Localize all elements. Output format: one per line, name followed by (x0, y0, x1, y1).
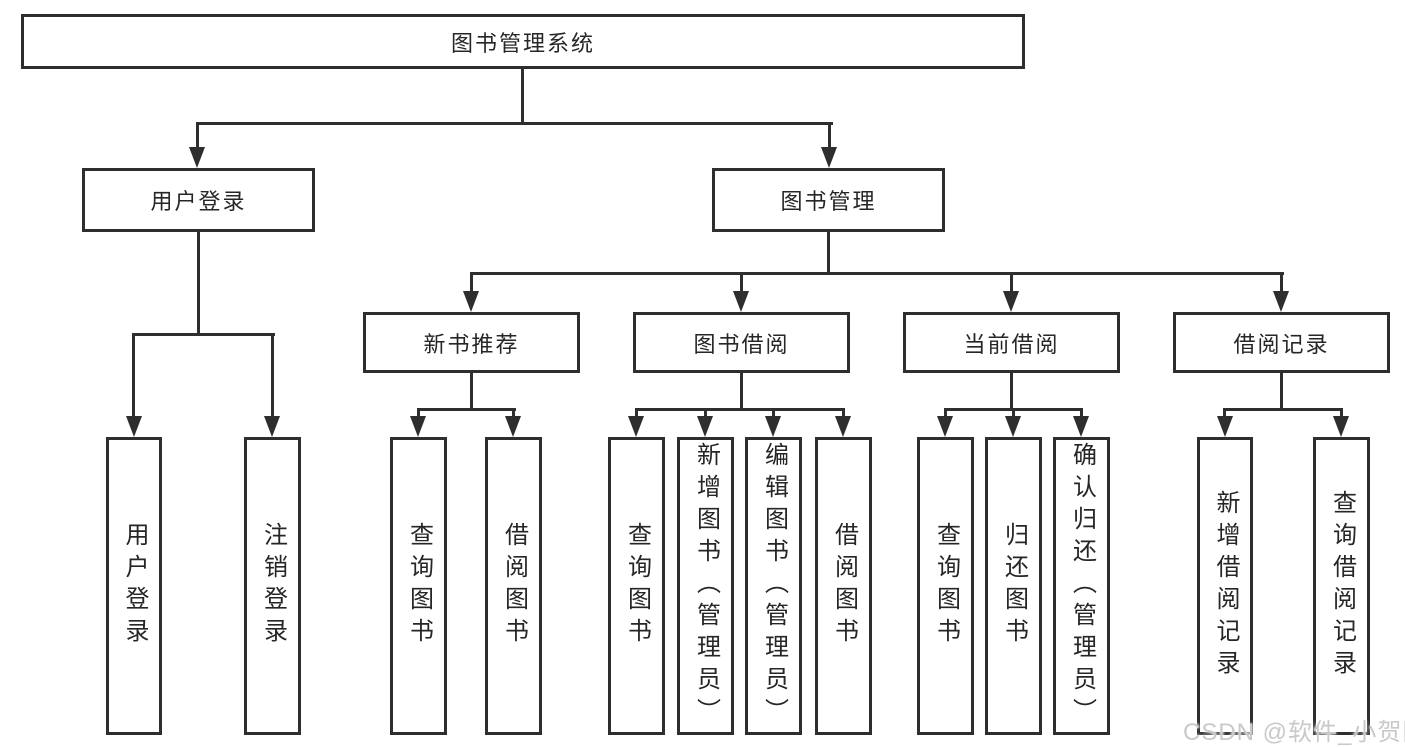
arrowhead (126, 416, 142, 437)
connector-stem (740, 272, 743, 292)
arrowhead (505, 416, 521, 437)
leaf-label: 确认归还（管理员） (1068, 442, 1096, 730)
node-user-login: 用户登录 (82, 168, 315, 232)
leaf-label: 查询图书 (932, 522, 960, 650)
arrowhead (1273, 291, 1289, 312)
node-label: 借阅记录 (1233, 331, 1330, 357)
connector-book-mgmt-trunk (827, 232, 830, 272)
leaf-query-books-borrowing: 查询图书 (608, 437, 665, 735)
leaf-logout: 注销登录 (244, 437, 301, 735)
leaf-label: 用户登录 (121, 522, 148, 650)
connector-stem (704, 408, 707, 416)
leaf-label: 借阅图书 (500, 522, 528, 650)
arrowhead (628, 416, 644, 437)
node-label: 当前借阅 (963, 331, 1060, 357)
connector-book-mgmt-rail (470, 272, 1284, 275)
connector-stem (635, 408, 638, 416)
node-label: 图书管理 (780, 189, 877, 214)
node-library-system: 图书管理系统 (21, 14, 1025, 69)
watermark: CSDN @软件_小贺同学 (1183, 719, 1405, 746)
connector-user-login-rail (132, 333, 275, 336)
connector-stem (842, 408, 845, 416)
connector-new-book-rail (417, 408, 516, 411)
node-book-borrowing: 图书借阅 (633, 312, 850, 373)
node-book-management: 图书管理 (712, 168, 945, 232)
leaf-label: 归还图书 (1000, 522, 1028, 650)
arrowhead (821, 147, 837, 168)
leaf-confirm-return-admin: 确认归还（管理员） (1053, 437, 1110, 735)
arrowhead (733, 291, 749, 312)
leaf-borrow-books: 借阅图书 (815, 437, 872, 735)
node-label: 图书管理系统 (450, 30, 595, 56)
node-label: 新书推荐 (423, 331, 520, 357)
leaf-label: 编辑图书（管理员） (760, 442, 788, 730)
arrowhead (1073, 416, 1089, 437)
node-new-book-recommend: 新书推荐 (363, 312, 580, 373)
connector-borrowing-rail (635, 408, 845, 411)
arrowhead (937, 416, 953, 437)
arrowhead (189, 147, 205, 168)
arrowhead (463, 291, 479, 312)
arrowhead (1333, 416, 1349, 437)
leaf-label: 查询图书 (623, 522, 651, 650)
connector-stem (417, 408, 420, 416)
node-label: 用户登录 (150, 189, 247, 214)
leaf-query-books-current: 查询图书 (917, 437, 974, 735)
leaf-label: 借阅图书 (830, 522, 858, 650)
leaf-return-books: 归还图书 (985, 437, 1042, 735)
connector-stem (772, 408, 775, 416)
node-label: 图书借阅 (693, 331, 790, 357)
connector-borrowing-trunk (740, 373, 743, 408)
connector-user-login-trunk (197, 232, 200, 333)
leaf-label: 新增图书（管理员） (692, 442, 720, 730)
leaf-label: 查询图书 (405, 522, 433, 650)
leaf-query-books-recommend: 查询图书 (390, 437, 447, 735)
connector-stem (512, 408, 515, 416)
arrowhead (1005, 416, 1021, 437)
leaf-add-books-admin: 新增图书（管理员） (677, 437, 734, 735)
connector-stem (944, 408, 947, 416)
connector-stem (132, 333, 135, 416)
connector-new-book-trunk (470, 373, 473, 408)
connector-stem (1080, 408, 1083, 416)
connector-stem (828, 122, 831, 148)
connector-stem (1010, 272, 1013, 292)
arrowhead (835, 416, 851, 437)
connector-stem (1223, 408, 1226, 416)
connector-root-trunk (521, 69, 524, 122)
leaf-borrow-books-recommend: 借阅图书 (485, 437, 542, 735)
connector-stem (470, 272, 473, 292)
leaf-query-borrow-record: 查询借阅记录 (1313, 437, 1370, 735)
connector-stem (196, 122, 199, 148)
connector-stem (1340, 408, 1343, 416)
connector-current-trunk (1010, 373, 1013, 408)
connector-root-rail (196, 122, 833, 125)
connector-records-rail (1223, 408, 1343, 411)
arrowhead (264, 416, 280, 437)
connector-stem (271, 333, 274, 416)
node-borrowing-records: 借阅记录 (1173, 312, 1390, 373)
leaf-label: 注销登录 (259, 522, 287, 650)
leaf-label: 新增借阅记录 (1212, 490, 1239, 682)
leaf-add-borrow-record: 新增借阅记录 (1197, 437, 1253, 735)
leaf-user-login: 用户登录 (106, 437, 162, 735)
connector-stem (1012, 408, 1015, 416)
arrowhead (410, 416, 426, 437)
connector-stem (1280, 272, 1283, 292)
arrowhead (697, 416, 713, 437)
connector-records-trunk (1280, 373, 1283, 408)
arrowhead (1003, 291, 1019, 312)
arrowhead (1217, 416, 1233, 437)
node-current-borrowing: 当前借阅 (903, 312, 1120, 373)
leaf-edit-books-admin: 编辑图书（管理员） (745, 437, 802, 735)
arrowhead (765, 416, 781, 437)
leaf-label: 查询借阅记录 (1328, 490, 1356, 682)
